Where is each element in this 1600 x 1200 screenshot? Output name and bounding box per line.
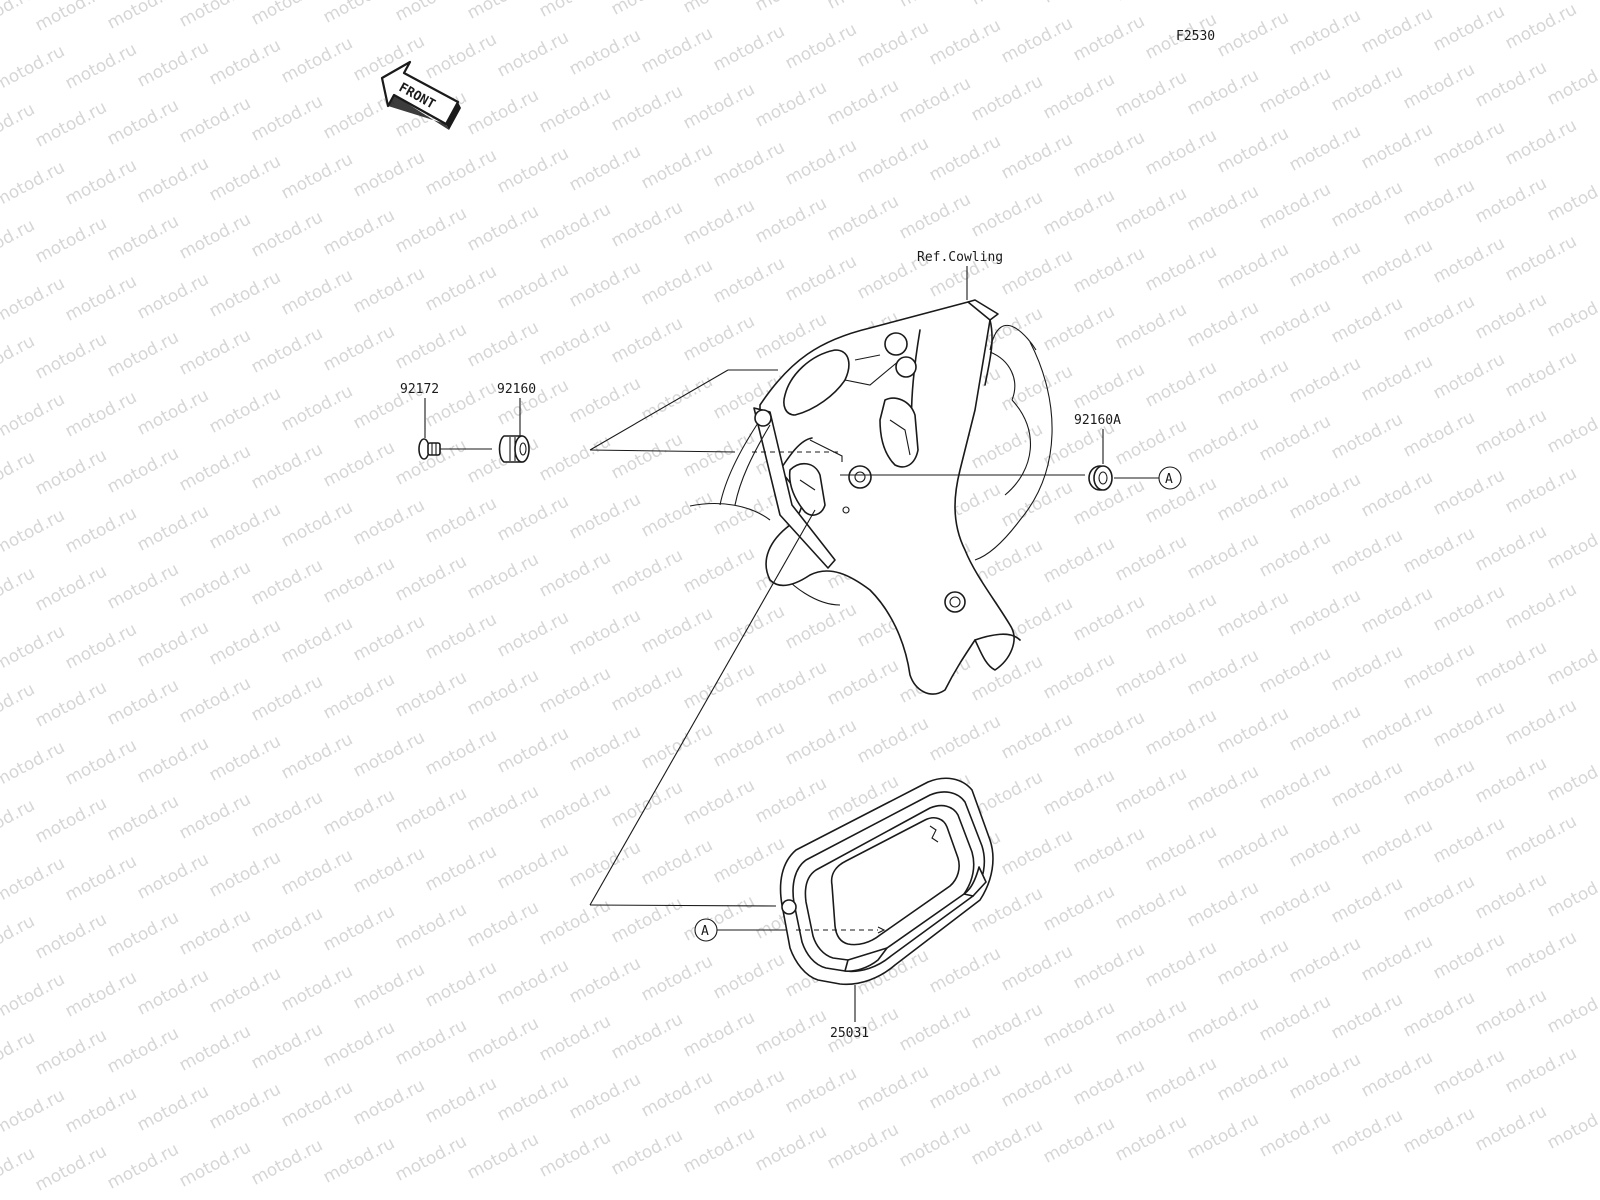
svg-text:A: A [1165, 472, 1173, 487]
part-screw-92172: 92172 [400, 382, 492, 460]
part-meter-assembly-25031: 25031 [736, 777, 994, 1041]
front-arrow-icon: FRONT [380, 60, 461, 130]
bracket-hole-upper [884, 332, 908, 356]
bracket-mount-hole [754, 409, 772, 427]
part-label-25031: 25031 [830, 1026, 869, 1041]
bracket-hole-mid [848, 465, 872, 489]
cowling-outline [689, 324, 1053, 606]
callout-marker-right: A [1158, 466, 1182, 490]
meter-bracket [719, 299, 1021, 695]
diagram-code: F2530 [1176, 29, 1215, 44]
part-grommet-92160: 92160 [497, 382, 536, 463]
callout-marker-left: A [694, 918, 736, 942]
part-grommet-92160A: 92160A [1074, 413, 1160, 491]
part-label-92160A: 92160A [1074, 413, 1121, 428]
svg-text:A: A [701, 924, 709, 939]
bracket-hole-lower [944, 591, 966, 613]
part-label-92160: 92160 [497, 382, 536, 397]
reference-label: Ref.Cowling [917, 250, 1003, 265]
part-label-92172: 92172 [400, 382, 439, 397]
assembly-guide-lines [589, 369, 1085, 907]
bracket-hole-upper-2 [895, 356, 917, 378]
